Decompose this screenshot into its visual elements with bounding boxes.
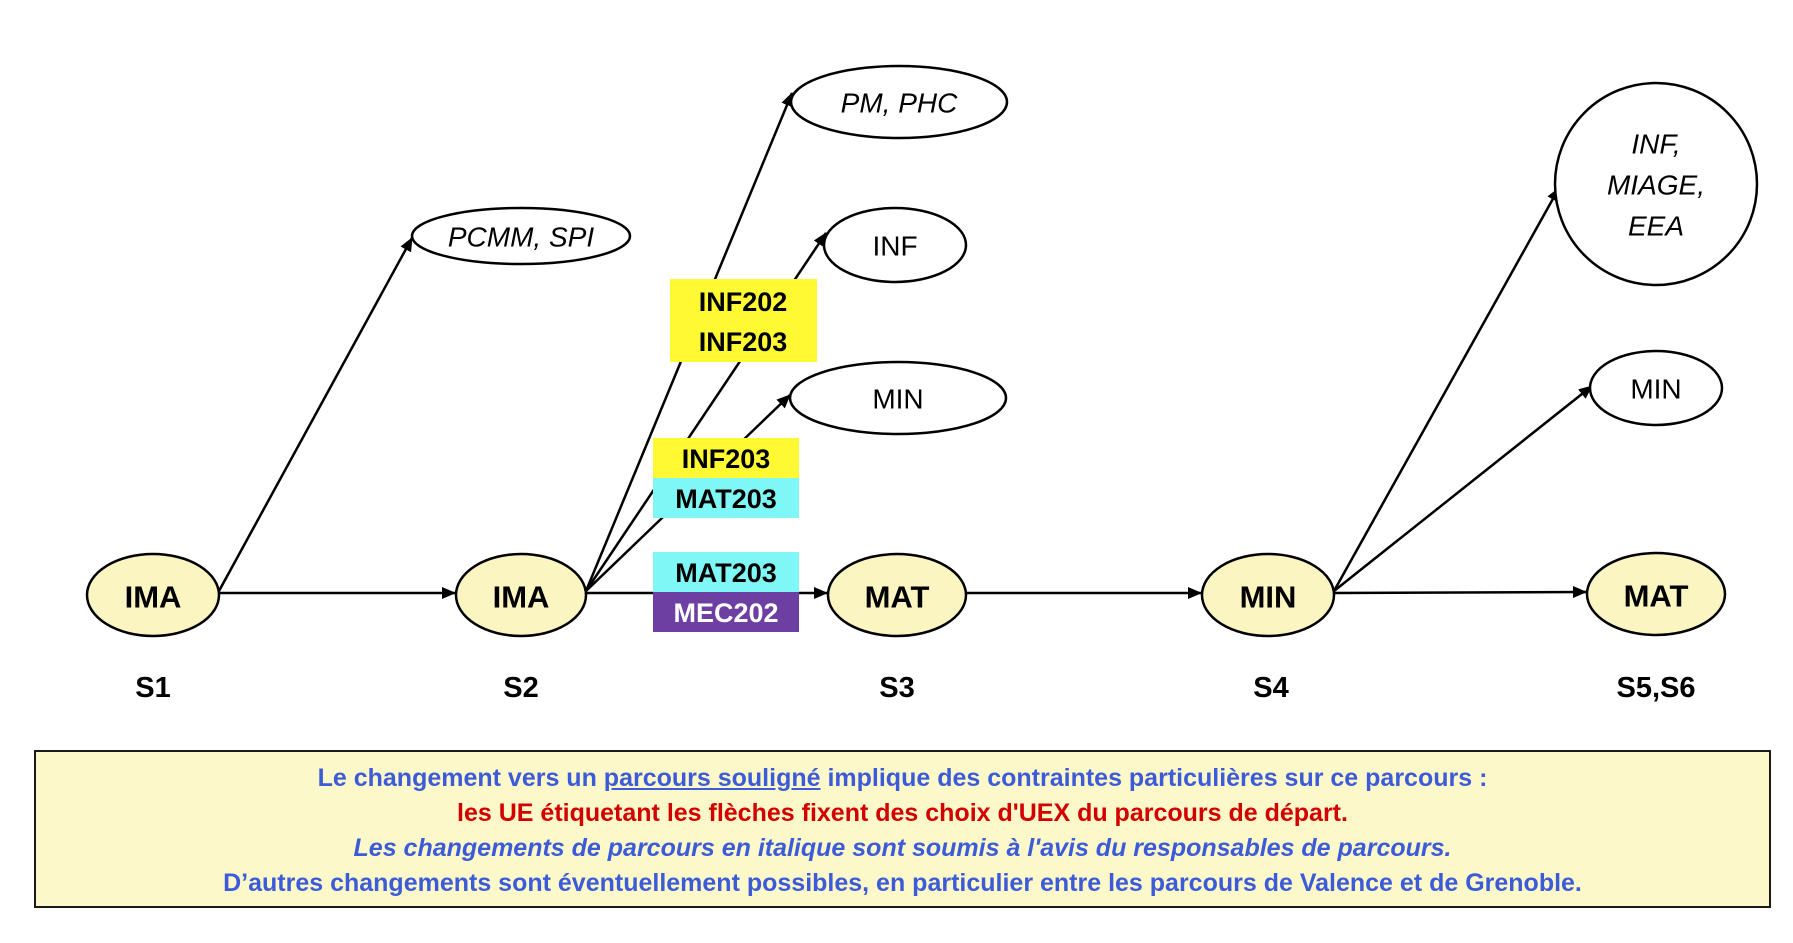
legend-line-4: D’autres changements sont éventuellement… (223, 869, 1582, 897)
node-s2-ima: IMA (454, 552, 588, 638)
legend-line-1-start: Le changement vers un (317, 764, 604, 792)
node-label: INF (872, 231, 917, 262)
node-label: PCMM, SPI (448, 222, 594, 253)
node-label: MIN (1240, 580, 1297, 615)
node-ellipse (1553, 81, 1759, 287)
legend-line-2: les UE étiquetant les flèches fixent des… (457, 799, 1348, 827)
arrow-s4-min-to-inf-miage-eea (1332, 187, 1561, 592)
node-inf: INF (822, 206, 968, 284)
legend-line-1-end: implique des contraintes particulières s… (820, 764, 1488, 792)
arrows (217, 92, 1593, 599)
node-s4-min: MIN (1200, 552, 1336, 638)
semester-label-s1: S1 (135, 672, 170, 704)
node-ellipse (1585, 551, 1727, 637)
node-pcmm-spi: PCMM, SPI (410, 206, 632, 266)
ue-badge-label: MEC202 (673, 598, 778, 628)
arrow-label-to-min: INF203 MAT203 (653, 438, 799, 518)
node-ellipse (410, 206, 632, 266)
node-label: MIN (1630, 374, 1681, 405)
ue-badge-box (653, 552, 799, 592)
node-pm-phc: PM, PHC (789, 64, 1009, 140)
node-label: IMA (493, 580, 550, 615)
ue-badge-label: INF203 (682, 444, 771, 474)
arrow-s4-min-to-min (1333, 385, 1593, 592)
node-ellipse (85, 552, 221, 638)
semester-label-s3: S3 (879, 672, 914, 704)
node-ellipse (826, 552, 968, 638)
legend-line-1: Le changement vers un parcours souligné … (36, 761, 1769, 796)
node-s1-ima: IMA (85, 552, 221, 638)
node-min-s5: MIN (1588, 349, 1724, 427)
node-min-s3: MIN (788, 360, 1008, 436)
node-ellipse (454, 552, 588, 638)
ue-badge-box (653, 438, 799, 478)
arrow-s1-ima-to-pcmm-spi (217, 237, 414, 592)
node-ellipse (789, 64, 1009, 140)
node-label: IMA (125, 580, 182, 615)
ue-badge-label: MAT203 (675, 484, 777, 514)
node-label-line: EEA (1628, 211, 1684, 242)
semester-label-s5-s6: S5,S6 (1617, 672, 1696, 704)
node-s3-mat: MAT (826, 552, 968, 638)
ue-badge-box (653, 478, 799, 518)
ue-badge-label: MAT203 (675, 558, 777, 588)
node-label-line: INF, (1631, 129, 1680, 160)
node-ellipse (1588, 349, 1724, 427)
node-label-line: MIAGE, (1607, 170, 1705, 201)
semester-labels: S1 S2 S3 S4 S5,S6 (135, 672, 1695, 704)
arrow-label-to-mat: MAT203 MEC202 (653, 552, 799, 632)
node-label: PM, PHC (841, 88, 958, 119)
node-label: MAT (865, 580, 930, 615)
node-label: MAT (1624, 579, 1689, 614)
semester-label-s4: S4 (1253, 672, 1288, 704)
arrow-label-to-inf: INF202 INF203 (670, 279, 817, 362)
ue-badge-label: INF203 (699, 327, 788, 357)
ue-badge-box (653, 592, 799, 632)
node-inf-miage-eea: INF, MIAGE, EEA (1553, 81, 1759, 287)
legend-line-3: Les changements de parcours en italique … (353, 834, 1452, 862)
node-ellipse (1200, 552, 1336, 638)
legend-box: Le changement vers un parcours souligné … (34, 750, 1771, 908)
node-s5-mat: MAT (1585, 551, 1727, 637)
ue-badge-box (670, 279, 817, 362)
node-ellipse (788, 360, 1008, 436)
arrow-s4-min-to-s5-mat (1333, 586, 1587, 599)
node-ellipse (822, 206, 968, 284)
ue-badge-label: INF202 (699, 287, 788, 317)
semester-label-s2: S2 (503, 672, 538, 704)
legend-underlined-example: parcours souligné (603, 764, 821, 792)
node-label: MIN (872, 384, 923, 415)
